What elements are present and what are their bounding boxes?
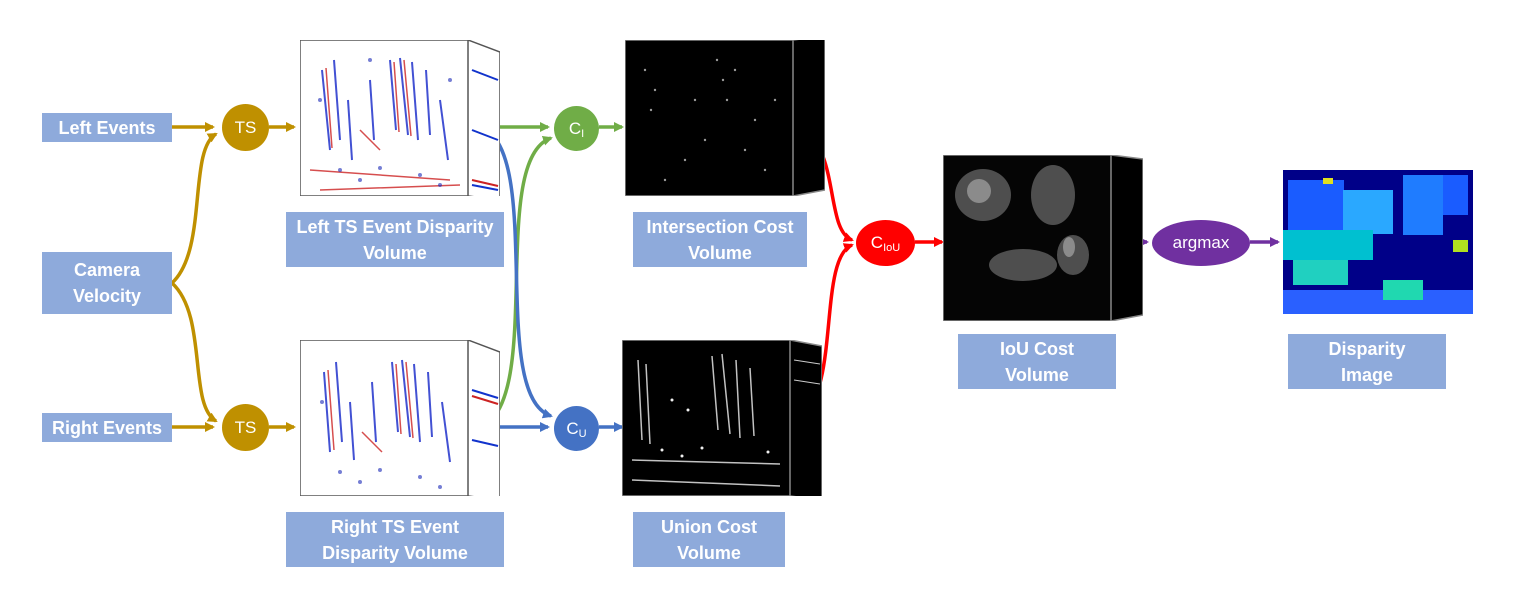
iou-volume-label: IoU Cost Volume [958,334,1116,389]
left-ts-volume-cube [300,40,500,200]
argmax-text: argmax [1172,233,1230,252]
cube-side-face [468,40,500,196]
cube-side-face [1111,155,1143,321]
union-volume-cube [622,340,822,500]
left-ts-volume-label: Left TS Event Disparity Volume [286,212,504,267]
left-events-text: Left Events [58,117,156,138]
camera-velocity-label: Camera Velocity [42,252,172,314]
cost-volume-cube-icon [625,40,793,196]
event-volume-cube-icon [300,40,468,196]
arrow-left-volume-to-cu [480,125,553,419]
right-ts-volume-text: Right TS Event Disparity Volume [322,516,468,563]
ciou-main-text: C [870,233,884,252]
cube-side-face [793,40,825,196]
ci-sub-text: I [581,127,585,140]
ts-left-text: TS [234,117,257,137]
arrow-velocity-to-ts-right [170,281,218,423]
cu-main-text: C [566,418,579,438]
ciou-sub-text: IoU [883,242,901,254]
ci-main-text: C [568,118,582,138]
right-events-text: Right Events [51,417,162,438]
disparity-image-label: Disparity Image [1288,334,1446,389]
argmax-node: argmax [1152,220,1250,266]
left-events-label: Left Events [42,113,172,142]
right-ts-volume-cube [300,340,500,500]
ts-right-node: TS [222,404,269,451]
intersection-volume-text: Intersection Cost Volume [646,216,794,263]
iou-volume-cube [943,155,1143,325]
disparity-map-image-icon [1283,170,1473,314]
disparity-image-text: Disparity Image [1328,338,1406,385]
union-volume-label: Union Cost Volume [633,512,785,567]
right-events-label: Right Events [42,413,172,442]
event-volume-cube-icon [300,340,468,496]
ts-left-node: TS [222,104,269,151]
left-ts-volume-text: Left TS Event Disparity Volume [296,216,494,263]
iou-volume-text: IoU Cost Volume [1000,338,1074,385]
camera-velocity-text: Camera Velocity [72,260,142,306]
union-volume-text: Union Cost Volume [661,516,757,563]
cost-volume-cube-icon [622,340,790,496]
cube-side-face [468,340,500,496]
arrow-velocity-to-ts-left [170,132,218,285]
intersection-volume-label: Intersection Cost Volume [633,212,807,267]
right-ts-volume-label: Right TS Event Disparity Volume [286,512,504,567]
cost-volume-cube-icon [943,155,1111,321]
intersection-volume-cube [625,40,825,200]
cube-side-face [790,340,822,496]
cu-sub-text: U [578,427,587,440]
ts-right-text: TS [234,417,257,437]
